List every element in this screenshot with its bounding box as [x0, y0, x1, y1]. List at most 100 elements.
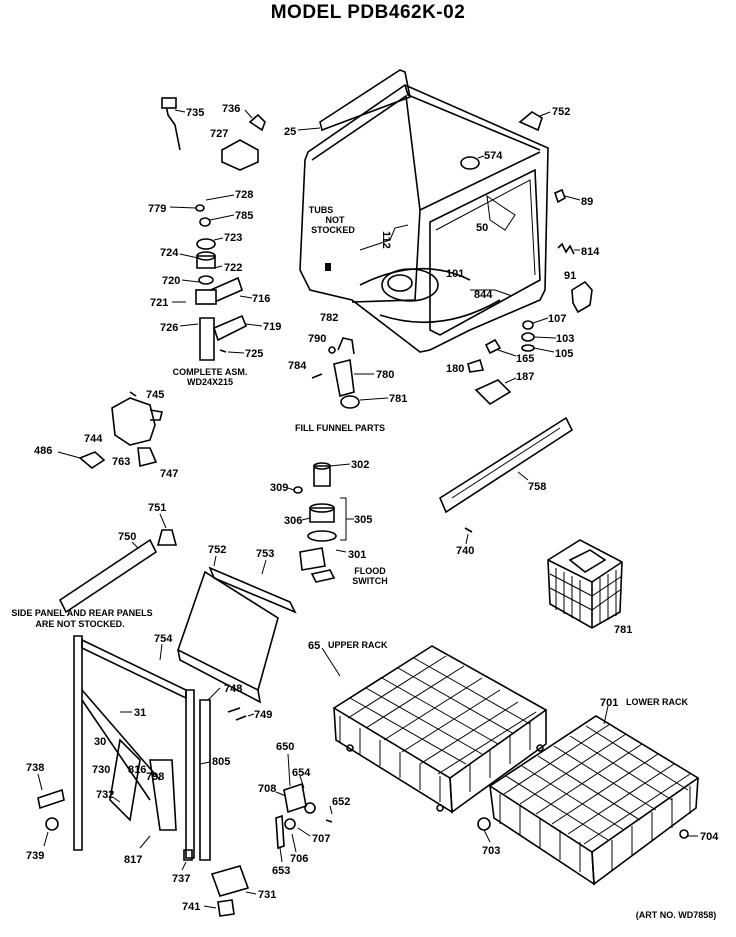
callout-302: 302 [351, 459, 369, 471]
callout-736: 736 [222, 103, 240, 115]
note-tubs-2: NOT [326, 215, 346, 225]
page-title: MODEL PDB462K-02 [270, 2, 466, 23]
callout-708: 708 [258, 783, 276, 795]
callout-89: 89 [581, 196, 593, 208]
callout-749: 749 [254, 709, 272, 721]
callout-738: 738 [26, 762, 44, 774]
callout-722: 722 [224, 262, 242, 274]
callout-720: 720 [162, 275, 180, 287]
spring-814 [557, 242, 575, 255]
note-tubs-1: TUBS [309, 205, 334, 215]
callout-704: 704 [700, 831, 719, 843]
callout-739: 739 [26, 850, 44, 862]
callout-652: 652 [332, 796, 350, 808]
callout-758: 758 [528, 481, 546, 493]
wire-735 [164, 99, 181, 151]
part-486 [78, 451, 106, 469]
callout-752-top: 752 [552, 106, 570, 118]
callout-103: 103 [556, 333, 574, 345]
callout-780: 780 [376, 369, 394, 381]
callout-781-funnel: 781 [389, 393, 407, 405]
callout-732: 732 [96, 789, 114, 801]
callout-727: 727 [210, 128, 228, 140]
callout-784: 784 [288, 360, 307, 372]
callout-654: 654 [292, 767, 311, 779]
callout-740: 740 [456, 545, 474, 557]
callout-779: 779 [148, 203, 166, 215]
callout-486: 486 [34, 445, 52, 457]
valve-727 [221, 139, 259, 171]
callout-753: 753 [256, 548, 274, 560]
callout-50: 50 [476, 222, 488, 234]
panel-752 [177, 570, 279, 692]
note-lower-rack: LOWER RACK [626, 697, 688, 707]
callout-750: 750 [118, 531, 136, 543]
callout-752-panel: 752 [208, 544, 226, 556]
callout-101: 101 [446, 268, 464, 280]
callout-735: 735 [186, 107, 204, 119]
panel-750 [58, 538, 158, 614]
callout-745: 745 [146, 389, 164, 401]
rail-758 [438, 416, 574, 514]
callout-781-basket: 781 [614, 624, 632, 636]
callout-785: 785 [235, 210, 253, 222]
callout-650: 650 [276, 741, 294, 753]
callout-25: 25 [284, 126, 296, 138]
callout-721: 721 [150, 297, 168, 309]
callout-112: 112 [380, 231, 392, 249]
callout-737: 737 [172, 873, 190, 885]
callout-805: 805 [212, 756, 230, 768]
callout-309: 309 [270, 482, 288, 494]
callout-763: 763 [112, 456, 130, 468]
side-panel [73, 635, 83, 851]
bracket-752 [518, 111, 543, 132]
notes: TUBS NOT STOCKED COMPLETE ASM. WD24X215 … [11, 205, 716, 920]
callout-782: 782 [320, 312, 338, 324]
callout-301: 301 [348, 549, 366, 561]
cup-747 [137, 447, 158, 467]
callout-574: 574 [484, 150, 503, 162]
callout-844: 844 [474, 289, 493, 301]
callout-306: 306 [284, 515, 302, 527]
callout-187: 187 [516, 371, 534, 383]
callouts: 735 736 727 25 574 752 89 50 814 112 101… [26, 103, 719, 913]
callout-30: 30 [94, 736, 106, 748]
callout-754: 754 [154, 633, 173, 645]
tub [299, 69, 549, 353]
callout-724: 724 [160, 247, 179, 259]
callout-817: 817 [124, 854, 142, 866]
note-fill-funnel: FILL FUNNEL PARTS [295, 423, 385, 433]
callout-723: 723 [224, 232, 242, 244]
callout-706: 706 [290, 853, 308, 865]
screw-89 [554, 188, 566, 204]
callout-798: 798 [146, 771, 164, 783]
callout-747: 747 [160, 468, 178, 480]
callout-728: 728 [235, 189, 253, 201]
callout-748: 748 [224, 683, 242, 695]
callout-716: 716 [252, 293, 270, 305]
callout-741: 741 [182, 901, 200, 913]
silverware-basket-781 [547, 539, 623, 629]
callout-814: 814 [581, 246, 600, 258]
note-tubs-3: STOCKED [311, 225, 355, 235]
callout-730: 730 [92, 764, 110, 776]
hook-782 [337, 337, 355, 355]
note-side-panels-1: SIDE PANEL AND REAR PANELS [11, 608, 152, 618]
callout-105: 105 [555, 348, 573, 360]
callout-653: 653 [272, 865, 290, 877]
note-side-panels-2: ARE NOT STOCKED. [35, 619, 124, 629]
latch-91 [571, 280, 593, 314]
callout-790: 790 [308, 333, 326, 345]
callout-731: 731 [258, 889, 276, 901]
callout-91: 91 [564, 270, 576, 282]
callout-751: 751 [148, 502, 166, 514]
callout-744: 744 [84, 433, 103, 445]
wheel-703 [477, 817, 491, 831]
art-number: (ART NO. WD7858) [636, 910, 717, 920]
note-complete-asm-1: COMPLETE ASM. [173, 367, 248, 377]
upper-rack [332, 645, 548, 814]
callout-719: 719 [263, 321, 281, 333]
note-upper-rack: UPPER RACK [328, 640, 388, 650]
